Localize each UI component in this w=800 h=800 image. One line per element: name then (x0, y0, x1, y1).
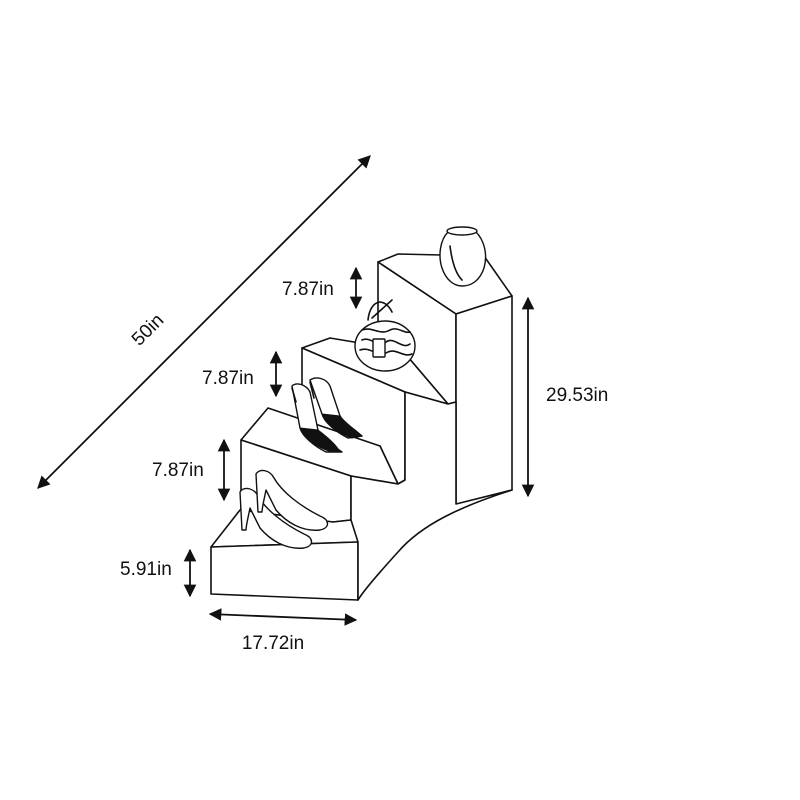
step-4-side (455, 295, 513, 505)
vase-icon (439, 226, 487, 287)
step-1-height-label: 5.91in (120, 559, 172, 580)
staircase (210, 253, 513, 601)
step-4-height-label: 7.87in (282, 279, 334, 300)
step-3-height-label: 7.87in (202, 368, 254, 389)
diagonal-arrow (37, 155, 371, 489)
curved-back (350, 391, 513, 601)
base-width-arrow (208, 608, 358, 626)
step-1-front (210, 541, 359, 601)
dimension-arrows (37, 155, 535, 626)
total-height-label: 29.53in (546, 385, 608, 406)
step-2-height-label: 7.87in (152, 460, 204, 481)
diagonal-label: 50in (128, 310, 168, 350)
base-width-label: 17.72in (242, 633, 304, 654)
